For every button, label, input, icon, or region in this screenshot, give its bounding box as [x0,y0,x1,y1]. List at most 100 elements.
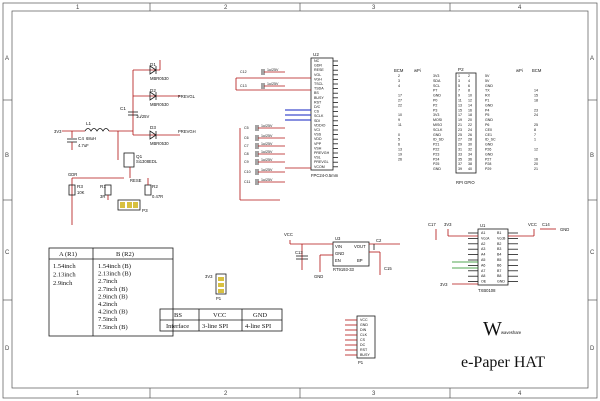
rpi-left-bcm: 4 [398,84,400,88]
brand-logo-sub: waveshare [501,330,522,335]
rpi-left-pin: P2 [433,103,437,107]
fpc-cap-ref: C8 [244,152,249,156]
r2-value: 0.47R [152,194,163,199]
rpi-left-bcm: 3 [398,79,400,83]
version-b-cell: 2.7inch (B) [98,286,128,293]
rpi-right-pin-number: 22 [468,123,472,127]
rpi-right-pin-number: 28 [468,138,472,142]
fpc-body [310,57,334,171]
d1-ref: D1 [150,62,156,67]
rpi-right-pin: GND [485,143,493,147]
rpi-left-pin-number: 19 [458,118,462,122]
fpc-pin-label: VCOM [314,165,325,169]
fpc-pin-label: TSCL [314,82,323,86]
fpc-pin-label: VGH [314,77,322,81]
fpc-part: FPC24-0.5mm [311,173,339,178]
rpi-right-pin: 5V [485,79,490,83]
fpc-cap-value: 1u/25V [261,178,273,182]
rpi-left-pin-number: 17 [458,113,462,117]
output-header-body [356,315,376,359]
version-b-cell: 2.7inch [98,278,118,285]
rpi-left-bcm: 5 [398,138,400,142]
rpi-right-pin: P5 [485,113,489,117]
ls-left-pin: A4 [481,253,485,257]
rpi-right-bcm: 8 [534,128,536,132]
version-b-cell: 2.9inch (B) [98,293,128,300]
version-b-cell: 4.2inch (B) [98,309,128,316]
ls-left-pin: A3 [481,247,485,251]
iface-row-label: Interface [166,323,189,330]
rpi-right-pin: RX [485,94,491,98]
row-label-d-right: D [590,346,595,352]
ls-right-pin: B8 [497,274,501,278]
rpi-left-pin: P3 [433,108,437,112]
rpi-right-pin: GND [485,84,493,88]
ls-ref: U1 [480,223,486,228]
rpi-right-bcm: 20 [534,162,538,166]
row-label-c: C [5,250,10,256]
fpc-pin-label: PREVGH [314,151,330,155]
fpc-pin-label: BS [314,91,319,95]
rpi-left-pin-number: 13 [458,103,462,107]
net-rese: RESE [130,178,142,183]
ls-part: TXB0108 [478,288,496,293]
ls-right-pin: B2 [497,242,501,246]
rpi-left-bcm: 19 [398,152,402,156]
rpi-left-pin: SCLK [433,128,443,132]
ls-left-pin: A2 [481,242,485,246]
col-label-4-bottom: 4 [518,391,522,397]
fpc-cap-ref: C7 [244,144,249,148]
rpi-col-wpi-left: wPi [414,68,421,73]
fpc-pin-label: CS [314,110,320,114]
fpc-cap-value: 1u/25V [261,134,273,138]
fpc-pin-label: VDDIO [314,123,326,127]
ls-right-pin: B1 [497,231,501,235]
output-pin-label: VCC [360,318,368,322]
col-label-1: 1 [76,5,80,11]
reg-pin-gnd: GND [335,251,344,256]
rpi-right-pin: P1 [485,99,489,103]
fpc-pin-label: BUSY [314,96,324,100]
iface-row-gnd: 4-line SPI [245,323,271,330]
rpi-left-pin-number: 1 [458,74,460,78]
brand-logo: W [483,318,502,340]
ls-left-pin: A1 [481,231,485,235]
version-a-cell: 2.9inch [53,280,73,287]
rpi-left-pin-number: 5 [458,84,460,88]
r3-ref: R3 [77,184,83,189]
rpi-left-bcm: 6 [398,143,400,147]
level-shifter [435,228,556,286]
rpi-right-bcm: 14 [534,89,538,93]
rpi-left-bcm: 10 [398,113,402,117]
ls-net-3v3: 3V3 [444,222,452,227]
fpc-pin-label: VSS [314,133,322,137]
row-label-b-right: B [590,153,594,159]
row-label-c-right: C [590,250,595,256]
interface-table [159,308,283,332]
rpi-right-bcm: 21 [534,167,538,171]
inductor-value: 68uH [86,136,96,141]
reg-c13: C13 [295,250,303,255]
ls-net-gnd: GND [560,227,569,232]
c4-value: 4.7uF [78,143,89,148]
col-label-2: 2 [224,5,228,11]
rpi-left-pin: P24 [433,157,439,161]
rpi-right-bcm: 18 [534,99,538,103]
rpi-right-pin: CE1 [485,133,492,137]
version-table [48,247,174,337]
rpi-left-pin: SDA [433,79,441,83]
output-header [356,315,376,359]
d1-part: MBR0530 [150,76,169,81]
fpc-cap-ref: C5 [244,126,249,130]
rpi-col-bcm-left: BCM [394,68,404,73]
output-pin-label: BUSY [360,353,370,357]
rpi-header-body [455,72,477,174]
ls-left-pin: A5 [481,258,485,262]
rpi-left-pin-number: 39 [458,167,462,171]
r3-value: 10K [77,190,85,195]
rpi-left-pin: SCL [433,84,440,88]
iface-header-vcc: VCC [213,312,226,319]
ls-right-pin: B4 [497,253,501,257]
ls-c17: C17 [428,222,436,227]
